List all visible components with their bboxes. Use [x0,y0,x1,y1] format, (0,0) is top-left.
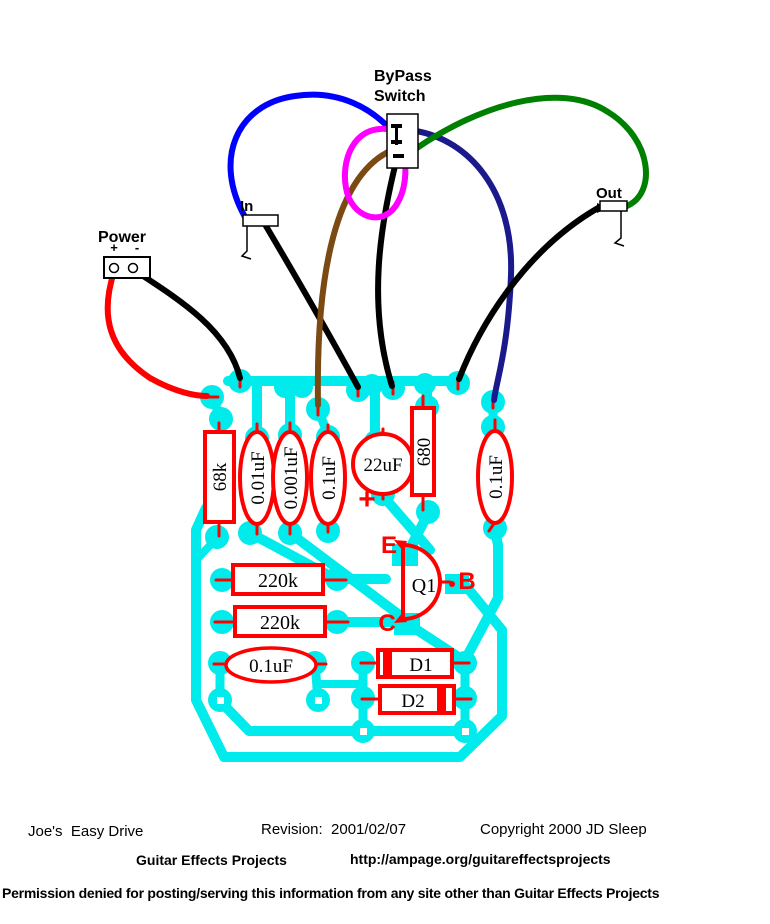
pin-label-e: E [381,532,397,559]
permission-note: Permission denied for posting/serving th… [2,885,660,901]
hardware: Power + - In Out ByPass Switch [98,68,628,279]
resistor-68k-label: 68k [210,462,231,491]
site-name: Guitar Effects Projects [136,852,287,868]
wire-input-black [260,218,361,390]
pin-label-c: C [378,610,395,637]
resistor-220k-1-label: 220k [258,570,298,592]
copyright-text: Copyright 2000 JD Sleep [480,821,647,838]
wire-input-blue [227,91,392,220]
revision-text: Revision: 2001/02/07 [261,821,407,838]
cap-22uF: 22uF + [351,427,415,516]
cap-0.01uF-label: 0.01uF [248,451,269,504]
solder-pad [209,407,233,431]
wire-bypass-black [375,155,400,389]
solder-pad [416,500,440,524]
resistor-220k-2-label: 220k [260,612,300,634]
output-jack: Out [596,185,628,247]
transistor-pad-b [445,574,469,594]
bypass-label-line2: Switch [374,88,426,105]
power-minus-label: - [135,240,139,255]
cap-22uF-polarity: + [358,483,376,516]
switch-lug-3 [393,154,404,158]
cap-0.1uF-bottom-label: 0.1uF [249,656,293,677]
cap-0.1uF-top-label: 0.1uF [319,456,340,500]
pin-label-b: B [458,568,475,595]
wire-bypass-magenta-loop [342,125,409,221]
resistor-68k: 68k [203,421,236,538]
input-label: In [240,198,253,215]
cap-22uF-label: 22uF [363,455,402,476]
output-label: Out [596,185,622,202]
pad-hole [315,697,322,704]
cap-0.001uF: 0.001uF [271,421,309,536]
wire-bypass-brown [314,147,395,408]
solder-pad [361,374,383,396]
hookup-wires [104,91,649,408]
cap-0.1uF-right: 0.1uF [476,418,514,533]
solder-pad [205,525,229,549]
input-jack: In [240,198,279,260]
wire-power-ground-black [131,267,243,381]
pad-hole [462,728,469,735]
resistor-220k-1: 220k [214,563,348,596]
pad-hole [217,697,224,704]
site-url: http://ampage.org/guitareffectsprojects [350,851,611,867]
diode-D2: D2 [360,684,473,715]
switch-lever [395,126,398,145]
solder-pad [291,376,313,398]
power-label: Power [98,229,146,246]
transistor-Q1-label: Q1 [412,575,436,597]
wire-output-black [456,205,601,382]
cap-0.1uF-top: 0.1uF [309,423,347,534]
wire-bypass-navy [413,128,515,403]
resistor-680: 680 [410,394,436,512]
wire-power-red [104,269,210,399]
project-title: Joe's Easy Drive [28,823,144,840]
solder-pad [274,376,296,398]
pad-hole [360,728,367,735]
diode-D1-label: D1 [409,655,432,676]
cap-0.1uF-right-label: 0.1uF [486,455,507,499]
cap-0.1uF-bottom: 0.1uF [212,646,328,684]
diode-D1: D1 [359,648,471,679]
power-plus-label: + [110,240,118,255]
wire-bypass-green [414,94,649,209]
cap-0.001uF-label: 0.001uF [281,447,302,510]
transistor-Q1: Q1 E B C [378,532,475,637]
power-connector: Power + - [98,229,151,279]
resistor-220k-2: 220k [213,605,350,638]
diode-D2-label: D2 [401,691,424,712]
bypass-switch: ByPass Switch [374,68,432,169]
cap-0.01uF: 0.01uF [238,422,276,536]
bypass-label-line1: ByPass [374,68,432,85]
resistor-680-label: 680 [414,438,435,467]
components: 68k 0.01uF 0.001uF 0.1uF 22uF + [203,373,514,715]
solder-pad [414,373,436,395]
